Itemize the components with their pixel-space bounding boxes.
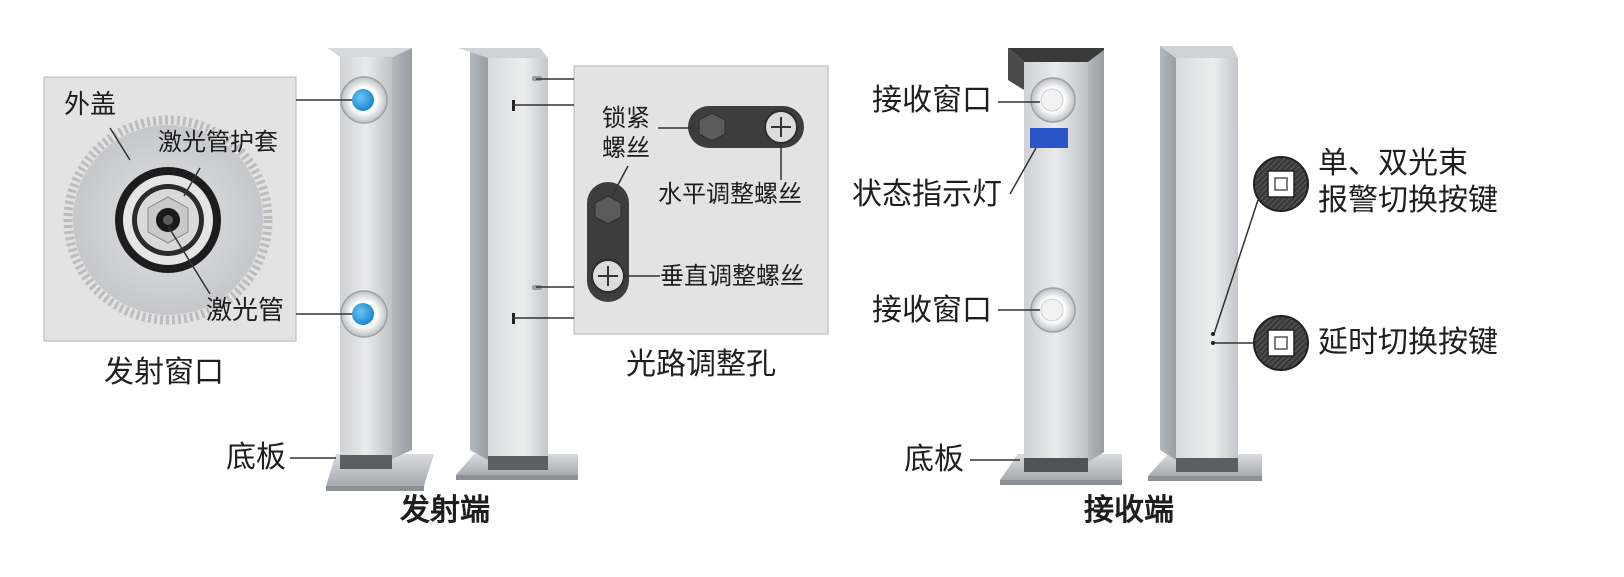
status-light — [1030, 128, 1068, 148]
emitter-adjust-panel — [573, 65, 829, 335]
emitter-pole-front — [326, 48, 434, 491]
label-beam-switch-line1: 单、双光束 — [1318, 146, 1468, 181]
leader-lines — [109, 78, 1259, 461]
label-receiver-base: 底板 — [904, 442, 964, 477]
emitter-window-bottom — [340, 290, 388, 338]
label-emitter-base: 底板 — [226, 440, 286, 475]
receiver-window-top — [1030, 77, 1076, 123]
receiver-caption: 接收端 — [1084, 493, 1174, 528]
label-beam-switch-line2: 报警切换按键 — [1318, 183, 1498, 218]
emitter-pole-back — [456, 48, 578, 480]
label-lock-screw-line2: 螺丝 — [602, 134, 650, 162]
emitter-caption: 发射端 — [400, 493, 490, 528]
label-receive-window-top: 接收窗口 — [872, 83, 992, 118]
label-lock-screw-line1: 锁紧 — [602, 104, 650, 132]
emitter-window-panel — [43, 76, 297, 342]
delay-switch-button-icon — [1253, 315, 1309, 371]
label-delay-switch: 延时切换按键 — [1318, 325, 1498, 360]
label-horizontal-screw: 水平调整螺丝 — [658, 180, 802, 208]
emitter-window-top — [340, 76, 388, 124]
receiver-pole-back — [1148, 46, 1262, 481]
label-receive-window-bottom: 接收窗口 — [872, 293, 992, 328]
label-vertical-screw: 垂直调整螺丝 — [660, 262, 804, 290]
label-status-light: 状态指示灯 — [852, 177, 1002, 212]
label-optical-adjust-hole: 光路调整孔 — [626, 347, 776, 382]
label-laser-tube: 激光管 — [206, 296, 285, 326]
label-emit-window: 发射窗口 — [104, 355, 224, 390]
beam-switch-button-icon — [1253, 156, 1309, 212]
label-outer-cover: 外盖 — [64, 90, 117, 120]
label-laser-sleeve: 激光管护套 — [158, 128, 278, 156]
